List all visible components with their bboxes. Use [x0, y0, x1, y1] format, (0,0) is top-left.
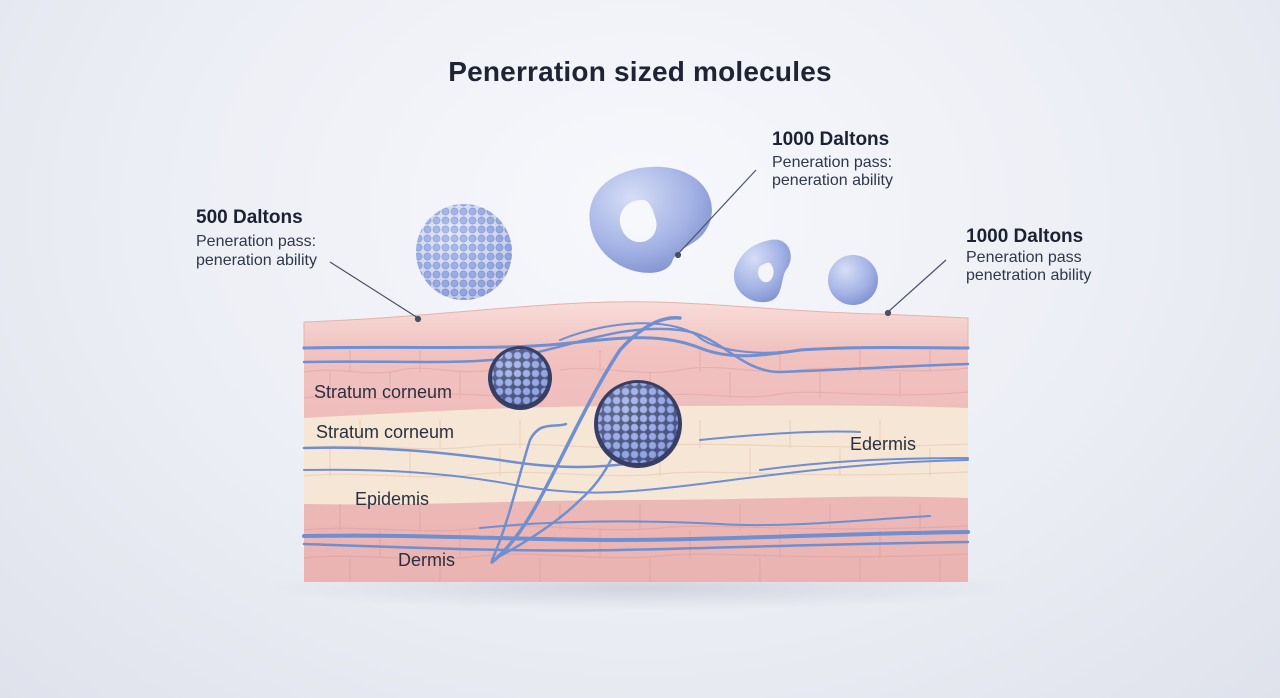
callout-500-line1: Peneration pass:: [196, 233, 317, 250]
callout-1000b-line1: Peneration pass: [966, 249, 1082, 266]
callout-1000b-heading: 1000 Daltons: [966, 226, 1084, 247]
layer-label-stratum-corneum-2: Stratum corneum: [316, 422, 455, 442]
leader-lines: [329, 169, 947, 323]
callout-1000a-line1: Peneration pass:: [772, 154, 893, 171]
molecule-1000-dalton-ring: [589, 166, 712, 273]
embedded-molecule-small: [488, 346, 552, 410]
layer-label-edermis: Edermis: [850, 434, 917, 454]
callout-1000b-line2: penetration ability: [966, 267, 1092, 284]
molecule-small-sphere: [828, 255, 878, 305]
skin-top-surface: [303, 301, 969, 351]
callout-1000a-heading: 1000 Daltons: [772, 129, 890, 150]
layer-label-epidemis: Epidemis: [355, 489, 430, 509]
molecule-small-ring: [733, 239, 791, 303]
layer-label-stratum-corneum-1: Stratum corneum: [314, 382, 453, 402]
embedded-molecule-large: [594, 380, 682, 468]
callout-500-line2: peneration ability: [196, 252, 317, 269]
lower-cells: [303, 504, 969, 582]
callout-500-heading: 500 Daltons: [196, 207, 303, 228]
diagram-title: Penerration sized molecules: [448, 56, 832, 87]
callout-1000a-line2: peneration ability: [772, 172, 893, 189]
vessels: [302, 316, 970, 564]
molecule-500-dalton: [416, 204, 512, 300]
layer-label-dermis: Dermis: [398, 550, 455, 570]
